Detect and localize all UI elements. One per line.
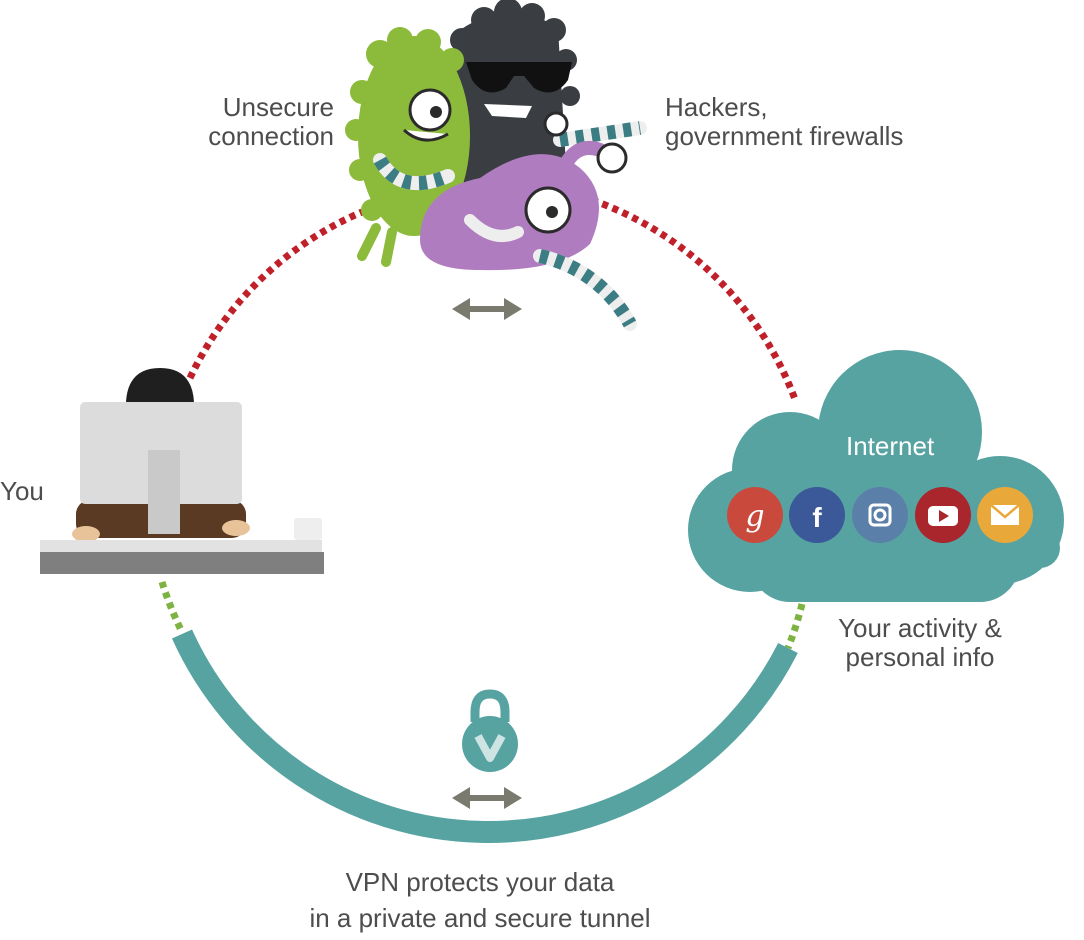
user-hair xyxy=(126,368,194,402)
google-icon-glyph: g xyxy=(745,499,764,534)
label-activity: Your activity & personal info xyxy=(820,614,1020,672)
padlock-body xyxy=(462,716,518,772)
label-hackers: Hackers, government firewalls xyxy=(665,93,903,151)
purple-monster-arm xyxy=(464,214,524,242)
facebook-icon-glyph: f xyxy=(812,502,822,533)
purple-monster-eye-antenna xyxy=(543,111,569,137)
instagram-icon-frame xyxy=(868,503,892,527)
purple-monster-body xyxy=(420,154,599,271)
instagram-icon-lens xyxy=(873,508,887,522)
bottom-double-arrow xyxy=(452,787,522,809)
youtube-icon-play xyxy=(939,510,949,522)
label-unsecure-connection: Unsecure connection xyxy=(208,93,334,151)
label-unsecure-line2: connection xyxy=(208,121,334,151)
monitor-stand xyxy=(148,450,180,534)
top-double-arrow xyxy=(452,298,522,320)
green-monster-eye xyxy=(408,88,452,132)
label-hackers-line1: Hackers, xyxy=(665,92,768,122)
keyboard xyxy=(294,518,322,540)
purple-monster-pupil xyxy=(546,206,558,218)
user-hand-left xyxy=(72,526,100,542)
label-hackers-line2: government firewalls xyxy=(665,121,904,151)
label-activity-line1: Your activity & xyxy=(838,613,1002,643)
desk-top xyxy=(40,540,322,552)
service-icons: g f xyxy=(727,487,1033,543)
green-monster-spikes xyxy=(345,27,464,221)
label-vpn-line2: in a private and secure tunnel xyxy=(309,903,651,933)
unsecure-path-right xyxy=(590,196,800,404)
internet-cloud xyxy=(688,350,1064,602)
google-icon xyxy=(727,487,783,543)
instagram-icon xyxy=(852,487,908,543)
purple-monster-eye-small xyxy=(596,142,628,174)
label-internet: Internet xyxy=(846,431,935,461)
sunglasses xyxy=(466,62,572,93)
padlock-shackle xyxy=(470,689,510,722)
dark-monster-fur xyxy=(447,0,580,106)
secure-connector-left xyxy=(158,580,186,634)
email-icon-flap xyxy=(990,504,1020,519)
secure-tunnel xyxy=(171,629,798,843)
padlock-v-mark xyxy=(474,734,506,762)
user-hand-right xyxy=(222,520,250,536)
green-monster-arm-stripes xyxy=(373,156,451,191)
purple-monster-tail-stripes xyxy=(538,249,637,328)
dark-monster-mouth xyxy=(484,104,532,118)
label-unsecure-line1: Unsecure xyxy=(222,92,334,122)
purple-monster-stalk xyxy=(553,141,607,185)
secure-connector-right xyxy=(784,603,806,650)
hacker-monsters xyxy=(345,0,647,331)
green-monster-legs xyxy=(357,223,397,267)
unsecure-path-left xyxy=(186,208,364,380)
desk-edge xyxy=(40,552,324,574)
green-monster-pupil xyxy=(430,106,442,118)
label-you: You xyxy=(0,476,44,506)
dark-monster-arm-stripes xyxy=(558,121,642,147)
padlock-icon xyxy=(462,689,518,772)
facebook-icon xyxy=(789,487,845,543)
label-vpn: VPN protects your data in a private and … xyxy=(270,864,690,936)
label-activity-line2: personal info xyxy=(845,642,995,672)
user-at-computer xyxy=(40,368,324,574)
label-vpn-line1: VPN protects your data xyxy=(345,867,615,897)
green-monster-mouth xyxy=(402,128,449,142)
